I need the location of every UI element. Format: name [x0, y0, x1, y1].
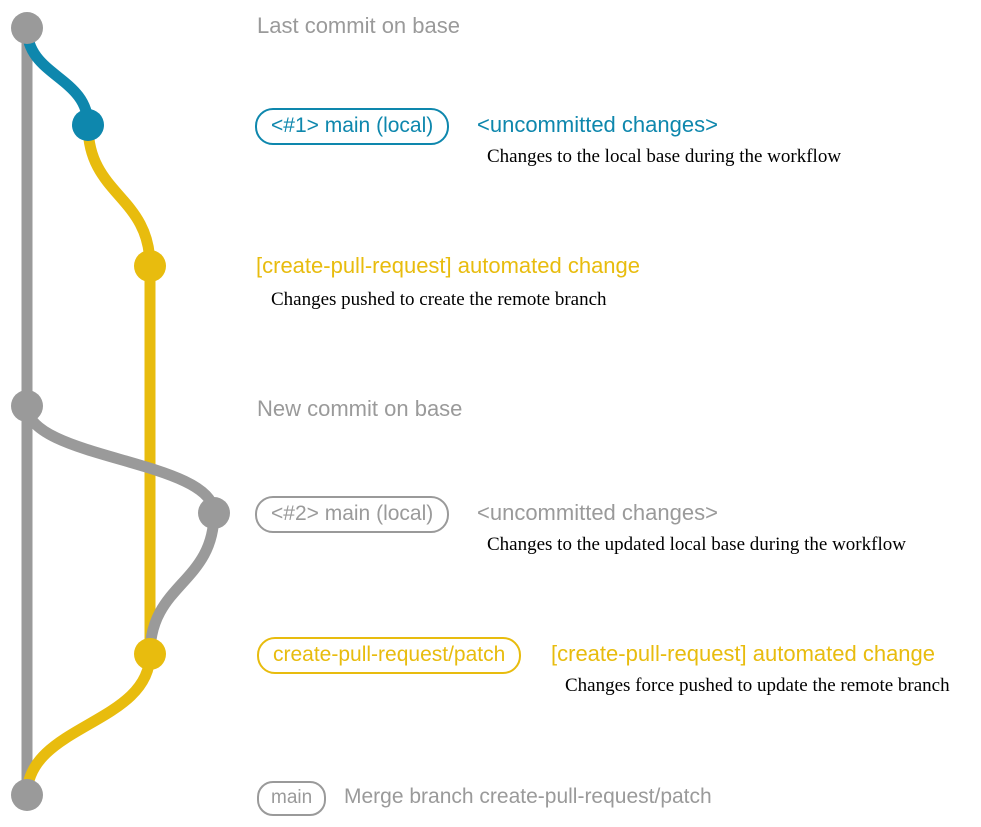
commit-node-local-1[interactable] — [72, 109, 104, 141]
ref-badge-merge[interactable]: main — [257, 781, 327, 816]
commit-body-remote-2: Changes force pushed to update the remot… — [565, 675, 950, 696]
ref-badge-remote-2[interactable]: create-pull-request/patch — [257, 637, 522, 674]
graph-edge-layer — [21, 22, 220, 801]
edge-remote-2-to-merge — [21, 648, 156, 801]
commit-body-local-2: Changes to the updated local base during… — [487, 534, 906, 555]
commit-node-remote-1[interactable] — [134, 250, 166, 282]
commit-node-local-2[interactable] — [198, 497, 230, 529]
commit-body-remote-1: Changes pushed to create the remote bran… — [271, 289, 607, 310]
commit-subject-local-1: <uncommitted changes> — [477, 112, 718, 137]
commit-subject-remote-1: [create-pull-request] automated change — [256, 253, 641, 278]
commit-node-base-last[interactable] — [11, 12, 43, 44]
commit-subject-base-new: New commit on base — [257, 396, 463, 421]
ref-badge-local-1[interactable]: <#1> main (local) — [255, 108, 450, 145]
commit-subject-merge: Merge branch create-pull-request/patch — [344, 785, 712, 808]
commit-node-base-new[interactable] — [11, 390, 43, 422]
commit-node-remote-2[interactable] — [134, 638, 166, 670]
graph-node-layer — [11, 12, 230, 811]
commit-subject-local-2: <uncommitted changes> — [477, 500, 718, 525]
commit-subject-remote-2: [create-pull-request] automated change — [551, 641, 936, 666]
commit-body-local-1: Changes to the local base during the wor… — [487, 146, 842, 167]
ref-badge-local-2[interactable]: <#2> main (local) — [255, 496, 450, 533]
edge-base-to-local-1 — [21, 22, 94, 131]
edge-base-new-to-local-2 — [21, 400, 220, 519]
commit-subject-base-last: Last commit on base — [257, 13, 460, 38]
edge-local-2-to-remote-2 — [144, 507, 220, 660]
commit-node-merge[interactable] — [11, 779, 43, 811]
edge-local-1-to-remote-1 — [82, 119, 156, 272]
